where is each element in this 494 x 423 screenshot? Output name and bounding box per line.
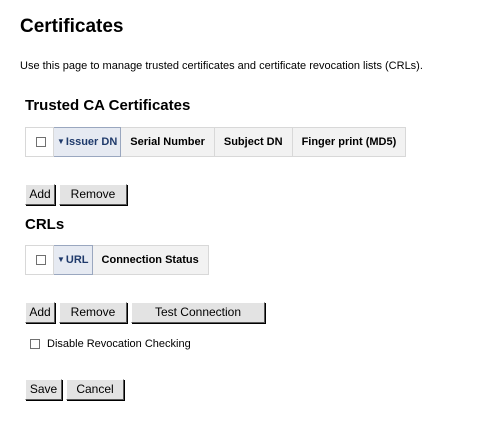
trusted-ca-remove-button[interactable]: Remove <box>59 184 127 205</box>
crls-table: ▼URL Connection Status <box>25 245 209 275</box>
sort-desc-arrow-icon: ▼ <box>57 137 65 146</box>
trusted-ca-add-button[interactable]: Add <box>25 184 55 205</box>
trusted-ca-header-row: ▼Issuer DN Serial Number Subject DN Fing… <box>25 127 407 157</box>
crls-add-button[interactable]: Add <box>25 302 55 323</box>
column-header-fingerprint[interactable]: Finger print (MD5) <box>291 127 407 157</box>
disable-revocation-label: Disable Revocation Checking <box>47 338 191 350</box>
crls-select-all-cell <box>25 245 54 275</box>
sort-desc-arrow-icon: ▼ <box>57 255 65 264</box>
column-header-serial-number[interactable]: Serial Number <box>120 127 215 157</box>
column-header-url[interactable]: ▼URL <box>53 245 93 275</box>
crls-select-all-checkbox[interactable] <box>36 255 46 266</box>
column-header-label: URL <box>65 254 89 266</box>
disable-revocation-checkbox[interactable] <box>30 339 40 349</box>
crls-remove-button[interactable]: Remove <box>59 302 127 323</box>
test-connection-button[interactable]: Test Connection <box>131 302 265 323</box>
disable-revocation-option: Disable Revocation Checking <box>30 338 191 350</box>
crls-header-row: ▼URL Connection Status <box>25 245 209 275</box>
page-title: Certificates <box>20 16 124 37</box>
trusted-ca-section-title: Trusted CA Certificates <box>25 97 191 114</box>
column-header-issuer-dn[interactable]: ▼Issuer DN <box>52 127 122 157</box>
page-description: Use this page to manage trusted certific… <box>20 60 423 72</box>
save-button[interactable]: Save <box>25 379 62 400</box>
column-header-label: Issuer DN <box>65 136 118 148</box>
cancel-button[interactable]: Cancel <box>66 379 124 400</box>
column-header-subject-dn[interactable]: Subject DN <box>213 127 293 157</box>
trusted-ca-select-all-cell <box>25 127 54 157</box>
trusted-ca-table: ▼Issuer DN Serial Number Subject DN Fing… <box>25 127 407 157</box>
column-header-connection-status[interactable]: Connection Status <box>91 245 209 275</box>
trusted-ca-select-all-checkbox[interactable] <box>36 137 46 148</box>
crls-section-title: CRLs <box>25 216 65 233</box>
